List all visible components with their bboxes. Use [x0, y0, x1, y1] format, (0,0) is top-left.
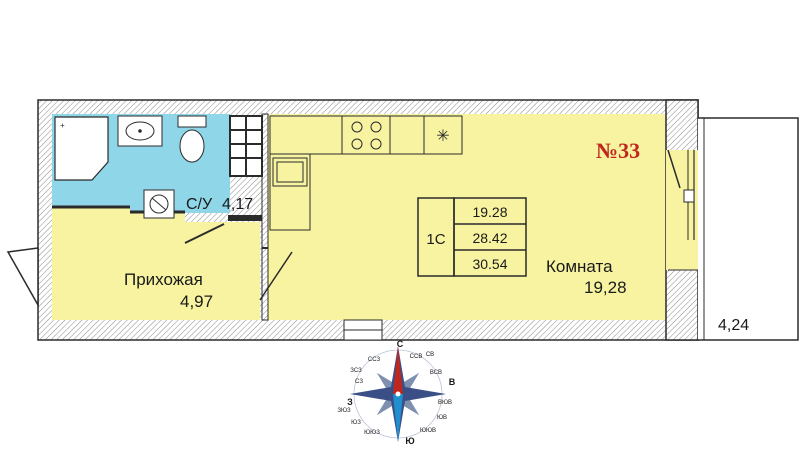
compass-n: С	[397, 339, 404, 349]
hallway-name: Прихожая	[124, 270, 203, 289]
compass-ssw: ЮЮЗ	[364, 430, 380, 436]
hallway-area-value: 4,97	[180, 292, 213, 311]
compass-nnw: ССЗ	[368, 357, 381, 363]
vent-shaft-grid	[230, 116, 262, 176]
fridge: ✳	[423, 115, 463, 155]
living-room-name: Комната	[546, 257, 613, 276]
balcony-outline	[698, 117, 799, 341]
living-room-area-value: 19,28	[584, 278, 627, 297]
svg-text:+: +	[60, 121, 65, 130]
entrance-door-left	[6, 247, 39, 308]
compass-ene: ВСВ	[430, 370, 442, 376]
compass-nw: СЗ	[355, 379, 363, 385]
hallway-area	[52, 208, 260, 320]
bathroom-name: С/У	[186, 196, 213, 213]
balcony-area-value: 4,24	[718, 317, 749, 334]
summary-total-area: 28.42	[472, 230, 507, 246]
summary-values-box	[453, 197, 527, 277]
entrance-door-right	[259, 251, 293, 301]
compass-wsw: ЗЮЗ	[337, 408, 351, 414]
compass-needle-south	[393, 394, 403, 442]
kitchen-counter-side	[269, 153, 311, 231]
compass-se: ЮВ	[437, 415, 447, 421]
balcony-door-gap	[666, 150, 698, 270]
compass-nne: ССВ	[410, 354, 423, 360]
stove	[341, 115, 391, 155]
compass-wnw: ЗСЗ	[350, 368, 362, 374]
interior-wall	[261, 113, 269, 321]
compass-s: Ю	[405, 436, 414, 446]
apartment-number: №33	[596, 138, 640, 163]
compass-ese: ВЮВ	[438, 400, 452, 406]
sink	[117, 115, 163, 147]
compass-ne: СВ	[426, 352, 434, 358]
compass-w: З	[347, 397, 353, 407]
living-room-area	[268, 114, 666, 320]
summary-living-area: 19.28	[472, 204, 507, 220]
washing-machine	[143, 189, 175, 219]
shower-tray: +	[54, 116, 109, 181]
bathroom-door	[184, 223, 225, 244]
summary-total-with-balcony: 30.54	[472, 256, 507, 272]
compass-rose	[350, 346, 446, 442]
compass-e: В	[449, 377, 456, 387]
kitchen-sink	[272, 157, 308, 187]
summary-type: 1С	[426, 231, 445, 248]
compass-sse: ЮЮВ	[420, 428, 436, 434]
balcony-door	[667, 149, 681, 189]
compass-needle-north	[393, 346, 403, 394]
toilet	[177, 115, 207, 163]
compass-sw: ЮЗ	[351, 420, 361, 426]
bathroom-area-value: 4,17	[222, 196, 253, 213]
svg-text:✳: ✳	[436, 128, 449, 145]
